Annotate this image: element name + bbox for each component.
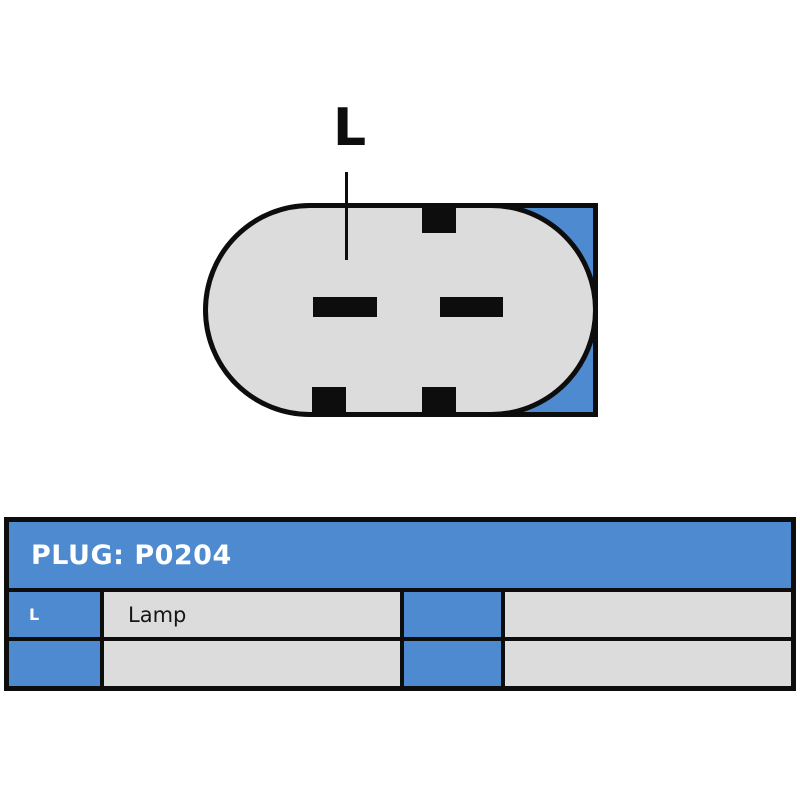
connector-key-tab-bottom-left <box>312 387 346 417</box>
pin-label-l: L <box>333 98 367 158</box>
table-row-2-description-cell <box>104 641 400 686</box>
table-row-2-empty-cell <box>505 641 791 686</box>
pin-slot-right <box>440 297 503 317</box>
connector-key-tab-top <box>422 203 456 233</box>
table-row-2-blue-cell <box>404 641 501 686</box>
table-row-1-empty-cell <box>505 592 791 637</box>
connector-diagram: L <box>203 98 598 417</box>
connector-body <box>203 203 598 417</box>
pin-slot-left <box>313 297 377 317</box>
pin-pointer-line <box>345 172 348 260</box>
plug-table-header: PLUG: P0204 <box>9 522 791 588</box>
table-row-2-pin-cell <box>9 641 100 686</box>
table-row-1-blue-cell <box>404 592 501 637</box>
plug-table: PLUG: P0204 L Lamp <box>4 517 796 691</box>
table-row-1-pin-cell: L <box>9 592 100 637</box>
connector-key-tab-bottom-right <box>422 387 456 417</box>
table-row-1-description-cell: Lamp <box>104 592 400 637</box>
